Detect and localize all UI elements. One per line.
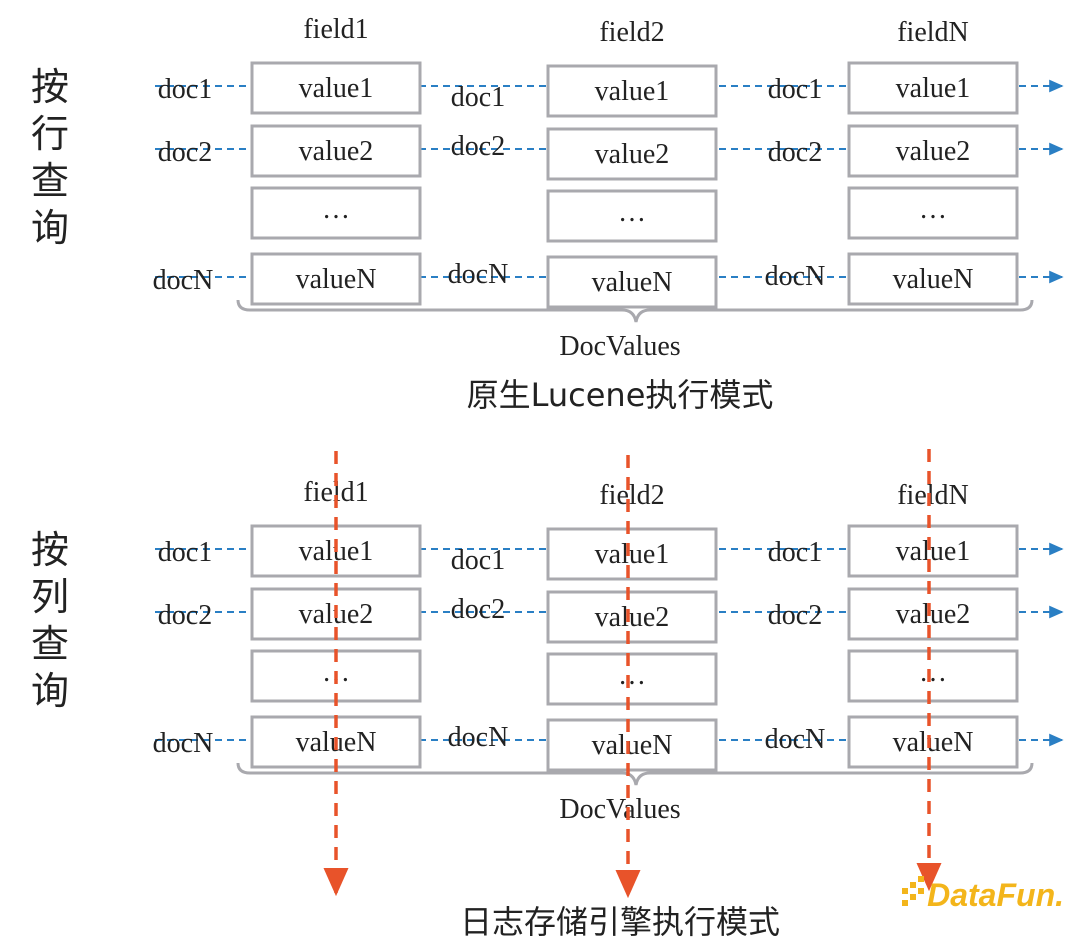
- docvalues-label: DocValues: [559, 331, 680, 362]
- value-text: …: [618, 660, 646, 691]
- value-cell: [250, 61, 422, 115]
- docvalues-label: DocValues: [559, 794, 680, 825]
- side-label-char: 按: [31, 528, 69, 572]
- logo-text: DataFun.: [927, 877, 1064, 913]
- value-cell: [250, 124, 422, 178]
- docvalues-brace: [236, 299, 1034, 323]
- side-label-char: 查: [31, 622, 69, 666]
- doc-label-3: docN: [153, 728, 214, 759]
- value-cell: [847, 186, 1019, 240]
- value-cell: [847, 61, 1019, 115]
- side-label-char: 行: [31, 112, 69, 156]
- value-text: value1: [595, 539, 670, 570]
- side-label-char: 查: [31, 159, 69, 203]
- doc-label-2: doc2: [158, 137, 212, 168]
- value-text: …: [322, 194, 350, 225]
- value-cell: [546, 255, 718, 309]
- value-cell: [546, 527, 718, 581]
- value-cell: [847, 649, 1019, 703]
- doc-label-1: doc1: [158, 537, 212, 568]
- doc-label-1: doc1: [768, 74, 822, 105]
- doc-label-3: docN: [765, 261, 826, 292]
- panel-caption: 原生Lucene执行模式: [467, 376, 774, 414]
- value-cell: [546, 189, 718, 243]
- field-header-2: field2: [599, 17, 664, 48]
- value-text: value1: [896, 73, 971, 104]
- logo-dot: [910, 894, 916, 900]
- value-text: valueN: [893, 727, 974, 758]
- datafun-logo: DataFun.: [902, 876, 1064, 913]
- doc-label-3: docN: [448, 259, 509, 290]
- value-text: …: [919, 657, 947, 688]
- logo-dot: [902, 888, 908, 894]
- side-label-char: 列: [31, 575, 69, 619]
- field-header-2: field2: [599, 480, 664, 511]
- doc-label-3: docN: [765, 724, 826, 755]
- doc-label-1: doc1: [451, 545, 505, 576]
- field-header-3: fieldN: [897, 17, 969, 48]
- value-text: value1: [595, 76, 670, 107]
- doc-label-2: doc2: [768, 137, 822, 168]
- value-cell: [847, 524, 1019, 578]
- value-text: valueN: [296, 264, 377, 295]
- logo-dot: [910, 882, 916, 888]
- value-cell: [546, 64, 718, 118]
- doc-label-2: doc2: [451, 594, 505, 625]
- value-text: value1: [299, 73, 374, 104]
- value-text: …: [618, 197, 646, 228]
- value-cell: [546, 718, 718, 772]
- logo-dot: [918, 876, 924, 882]
- value-cell: [546, 127, 718, 181]
- value-text: value2: [299, 136, 374, 167]
- doc-label-2: doc2: [451, 131, 505, 162]
- field-header-3: fieldN: [897, 480, 969, 511]
- value-cell: [546, 652, 718, 706]
- value-cell: [847, 124, 1019, 178]
- doc-label-2: doc2: [768, 600, 822, 631]
- value-text: …: [919, 194, 947, 225]
- value-text: value1: [896, 536, 971, 567]
- doc-label-3: docN: [448, 722, 509, 753]
- doc-label-1: doc1: [158, 74, 212, 105]
- value-cell: [847, 715, 1019, 769]
- field-header-1: field1: [303, 14, 368, 45]
- side-label-char: 询: [31, 669, 69, 713]
- value-cell: [250, 186, 422, 240]
- value-text: value2: [595, 139, 670, 170]
- value-text: valueN: [592, 267, 673, 298]
- logo-dot: [902, 900, 908, 906]
- doc-label-1: doc1: [451, 82, 505, 113]
- value-text: value2: [896, 599, 971, 630]
- panel-caption: 日志存储引擎执行模式: [460, 903, 780, 937]
- side-label-char: 询: [31, 206, 69, 250]
- column-query-panel: 按列查询field1field2fieldNvalue1value2…value…: [31, 449, 1064, 941]
- logo-dot: [918, 888, 924, 894]
- value-cell: [250, 252, 422, 306]
- doc-label-2: doc2: [158, 600, 212, 631]
- docvalues-brace: [236, 762, 1034, 786]
- doc-label-1: doc1: [768, 537, 822, 568]
- value-text: value2: [595, 602, 670, 633]
- value-text: valueN: [893, 264, 974, 295]
- value-cell: [546, 590, 718, 644]
- value-cell: [847, 252, 1019, 306]
- side-label-char: 按: [31, 65, 69, 109]
- doc-label-3: docN: [153, 265, 214, 296]
- value-cell: [847, 587, 1019, 641]
- value-text: valueN: [592, 730, 673, 761]
- value-text: value2: [896, 136, 971, 167]
